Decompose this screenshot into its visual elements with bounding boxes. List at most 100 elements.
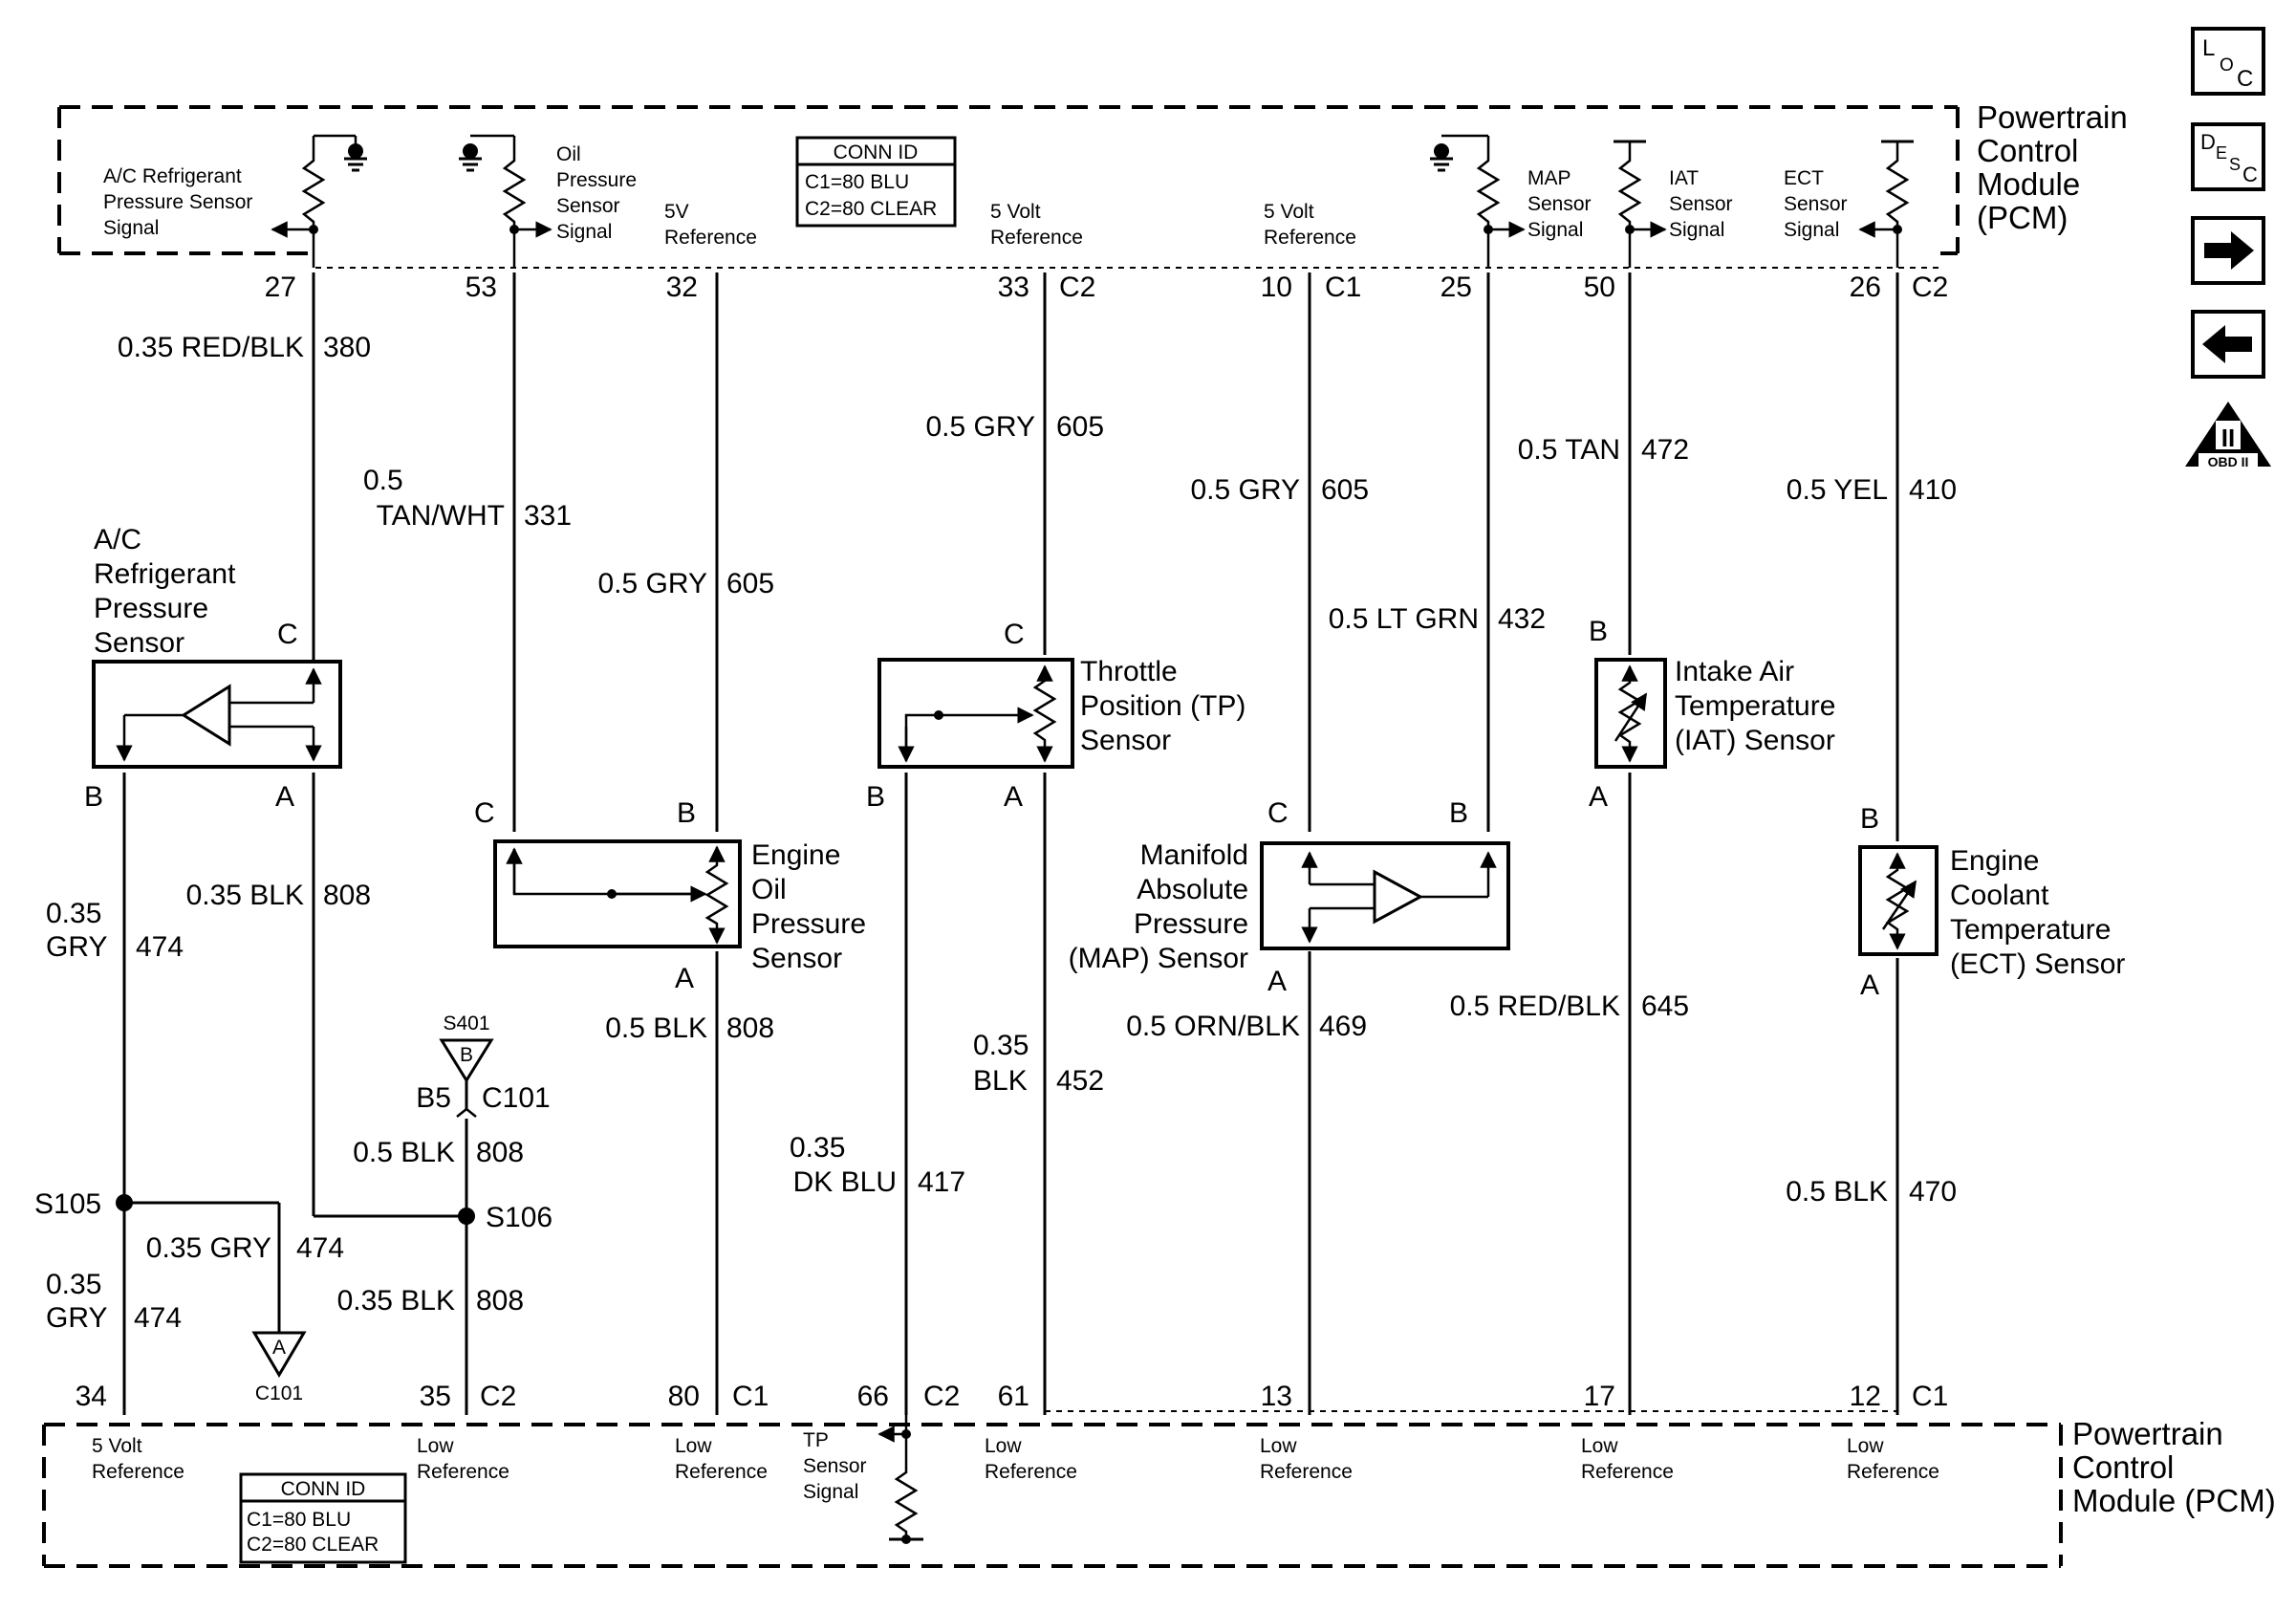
pcm-top-box (57, 105, 1960, 269)
iat-sensor-label-1: Intake Air (1675, 656, 1794, 687)
wire-605a-color: 0.5 GRY (597, 568, 707, 599)
connector-c2-66: C2 (923, 1381, 960, 1412)
bottom-low-ref-2b: Reference (675, 1461, 768, 1483)
map-terminal-a: A (1267, 966, 1287, 997)
pin-66: 66 (857, 1381, 889, 1412)
ac-terminal-c: C (277, 619, 298, 650)
ac-terminal-b: B (84, 781, 103, 813)
pin-50: 50 (1584, 272, 1615, 303)
iat-sensor: B A Intake Air Temperature (IAT) Sensor (1589, 616, 1835, 813)
wire-452-circuit: 452 (1056, 1065, 1104, 1097)
wire-474a-circuit: 474 (136, 931, 184, 963)
ac-sensor-label-4: Sensor (94, 627, 184, 659)
pcm-tp-resistor (877, 1415, 923, 1544)
wires (122, 272, 1899, 1415)
map-sensor-label-1: Manifold (1140, 839, 1248, 871)
connector-b5-label: B5 (416, 1082, 451, 1114)
conn-id-bottom: CONN ID C1=80 BLU C2=80 CLEAR (239, 1472, 407, 1564)
wire-331-size: 0.5 (363, 465, 403, 496)
wire-605a-circuit: 605 (726, 568, 774, 599)
bottom-tp-signal-1: TP (803, 1429, 829, 1451)
bottom-pin-labels: 34 35 C2 80 C1 66 C2 61 13 17 12 C1 (76, 1381, 1949, 1412)
ect-signal-label-2: Sensor (1784, 193, 1848, 215)
wire-469-color: 0.5 ORN/BLK (1126, 1011, 1300, 1042)
conn-id-top-title: CONN ID (834, 142, 919, 163)
map-sensor: C B A Manifold Absolute Pressure (MAP) S… (1069, 797, 1510, 997)
conn-id-bottom-c1: C1=80 BLU (247, 1509, 351, 1531)
wire-605b-color: 0.5 GRY (925, 411, 1035, 443)
bottom-tp-signal-2: Sensor (803, 1455, 867, 1477)
wire-474b-color: 0.35 GRY (146, 1232, 271, 1264)
ref-5v-label-1: 5V (664, 201, 689, 223)
connector-c1-80: C1 (732, 1381, 769, 1412)
bottom-low-ref-2a: Low (675, 1435, 712, 1457)
iat-terminal-b: B (1589, 616, 1608, 647)
wire-417-color: DK BLU (793, 1166, 897, 1198)
conn-id-top-c1: C1=80 BLU (805, 171, 909, 193)
tp-sensor-label-3: Sensor (1080, 725, 1171, 756)
bottom-low-ref-6b: Reference (1847, 1461, 1939, 1483)
oil-terminal-c: C (474, 797, 495, 829)
previous-page-button[interactable] (2191, 310, 2265, 379)
wire-474a-color: GRY (46, 931, 107, 963)
pcm-top-title-line-1: Powertrain (1977, 99, 2128, 135)
bottom-5volt-ref-2: Reference (92, 1461, 184, 1483)
oil-sensor-label-3: Pressure (751, 908, 866, 940)
wire-417-circuit: 417 (918, 1166, 965, 1198)
pin-80: 80 (668, 1381, 700, 1412)
ground-c101-letter: A (272, 1337, 286, 1359)
ref-5volt-b-label-2: Reference (1264, 227, 1356, 249)
ac-signal-label-2: Pressure Sensor (103, 191, 252, 213)
wire-808d-color: 0.35 BLK (337, 1285, 455, 1317)
ref-5volt-b-label-1: 5 Volt (1264, 201, 1314, 223)
pin-12: 12 (1850, 1381, 1881, 1412)
ac-signal-label-1: A/C Refrigerant (103, 165, 242, 187)
pin-33: 33 (998, 272, 1029, 303)
ect-sensor-label-3: Temperature (1950, 914, 2111, 946)
oil-sensor-label-4: Sensor (751, 943, 842, 974)
next-page-button[interactable] (2191, 216, 2265, 285)
wire-808c-color: 0.5 BLK (353, 1137, 455, 1168)
splice-points (116, 1194, 475, 1225)
pcm-bottom-title-line-3: Module (PCM) (2072, 1483, 2276, 1518)
ac-sensor-label-1: A/C (94, 524, 141, 555)
bottom-low-ref-3a: Low (985, 1435, 1022, 1457)
oil-signal-label-3: Sensor (556, 195, 620, 217)
desc-button[interactable]: D E S C (2191, 122, 2265, 191)
wire-331-circuit: 331 (524, 500, 572, 532)
pcm-top-title-line-4: (PCM) (1977, 200, 2068, 235)
wire-474c-color: GRY (46, 1302, 107, 1334)
wire-472-circuit: 472 (1641, 434, 1689, 466)
bottom-low-ref-4b: Reference (1260, 1461, 1353, 1483)
map-terminal-c: C (1267, 797, 1289, 829)
ect-signal-label-1: ECT (1784, 167, 1824, 189)
loc-icon-c: C (2237, 66, 2253, 92)
tp-terminal-c: C (1004, 619, 1025, 650)
top-pin-labels: 27 53 32 33 C2 10 C1 25 50 26 C2 (265, 272, 1949, 303)
wire-808d-circuit: 808 (476, 1285, 524, 1317)
wire-645-color: 0.5 RED/BLK (1450, 991, 1620, 1022)
ect-sensor-label-2: Coolant (1950, 880, 2049, 911)
bottom-5volt-ref-1: 5 Volt (92, 1435, 142, 1457)
wire-470-color: 0.5 BLK (1786, 1176, 1888, 1208)
wire-labels: 0.35 RED/BLK 380 0.5 TAN/WHT 331 0.5 GRY… (46, 332, 1957, 1334)
oil-sensor-label-1: Engine (751, 839, 840, 871)
splice-labels: S105 S106 S401 B B5 C101 A C101 (34, 1012, 552, 1404)
ac-sensor-label-2: Refrigerant (94, 558, 236, 590)
obd-ii-button[interactable]: II OBD II (2185, 402, 2271, 469)
map-signal-label-2: Sensor (1527, 193, 1592, 215)
tp-terminal-a: A (1004, 781, 1023, 813)
loc-icon-o: O (2220, 55, 2234, 76)
splice-s105-dot (116, 1194, 133, 1211)
bottom-low-ref-6a: Low (1847, 1435, 1884, 1457)
wire-474a-size: 0.35 (46, 898, 101, 929)
ac-terminal-a: A (275, 781, 294, 813)
loc-button[interactable]: L O C (2191, 27, 2265, 96)
bottom-low-ref-5a: Low (1581, 1435, 1618, 1457)
pcm-bottom-title-line-2: Control (2072, 1449, 2174, 1485)
map-sensor-label-2: Absolute (1137, 874, 1248, 905)
wire-452-size: 0.35 (973, 1030, 1029, 1061)
bottom-low-ref-1a: Low (417, 1435, 454, 1457)
ac-refrigerant-pressure-sensor: A/C Refrigerant Pressure Sensor C B A (84, 524, 342, 813)
